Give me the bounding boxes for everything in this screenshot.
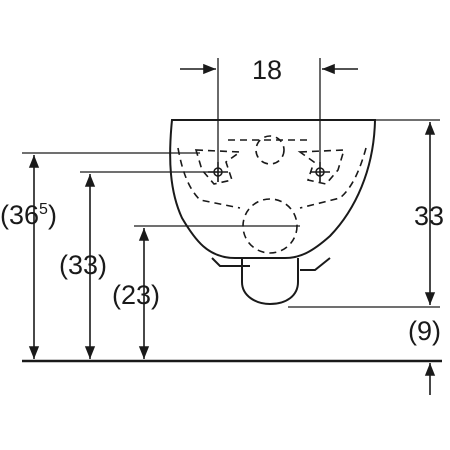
dim-365-close: ) (48, 200, 57, 230)
dim-365-label: (365) (0, 200, 57, 230)
hidden-lines (177, 135, 367, 254)
vertical-dimensions (28, 122, 436, 395)
dim-23-paren-label: (23) (112, 280, 160, 310)
dim-9-label: (9) (408, 316, 441, 346)
dim-18-label: 18 (252, 55, 282, 85)
dim-365-superscript: 5 (39, 201, 48, 218)
dim-365-main: (36 (0, 200, 39, 230)
toilet-outline (169, 119, 377, 306)
extension-lines (22, 58, 440, 308)
dim-33-label: 33 (414, 201, 444, 231)
dim-33-paren-label: (33) (59, 250, 107, 280)
